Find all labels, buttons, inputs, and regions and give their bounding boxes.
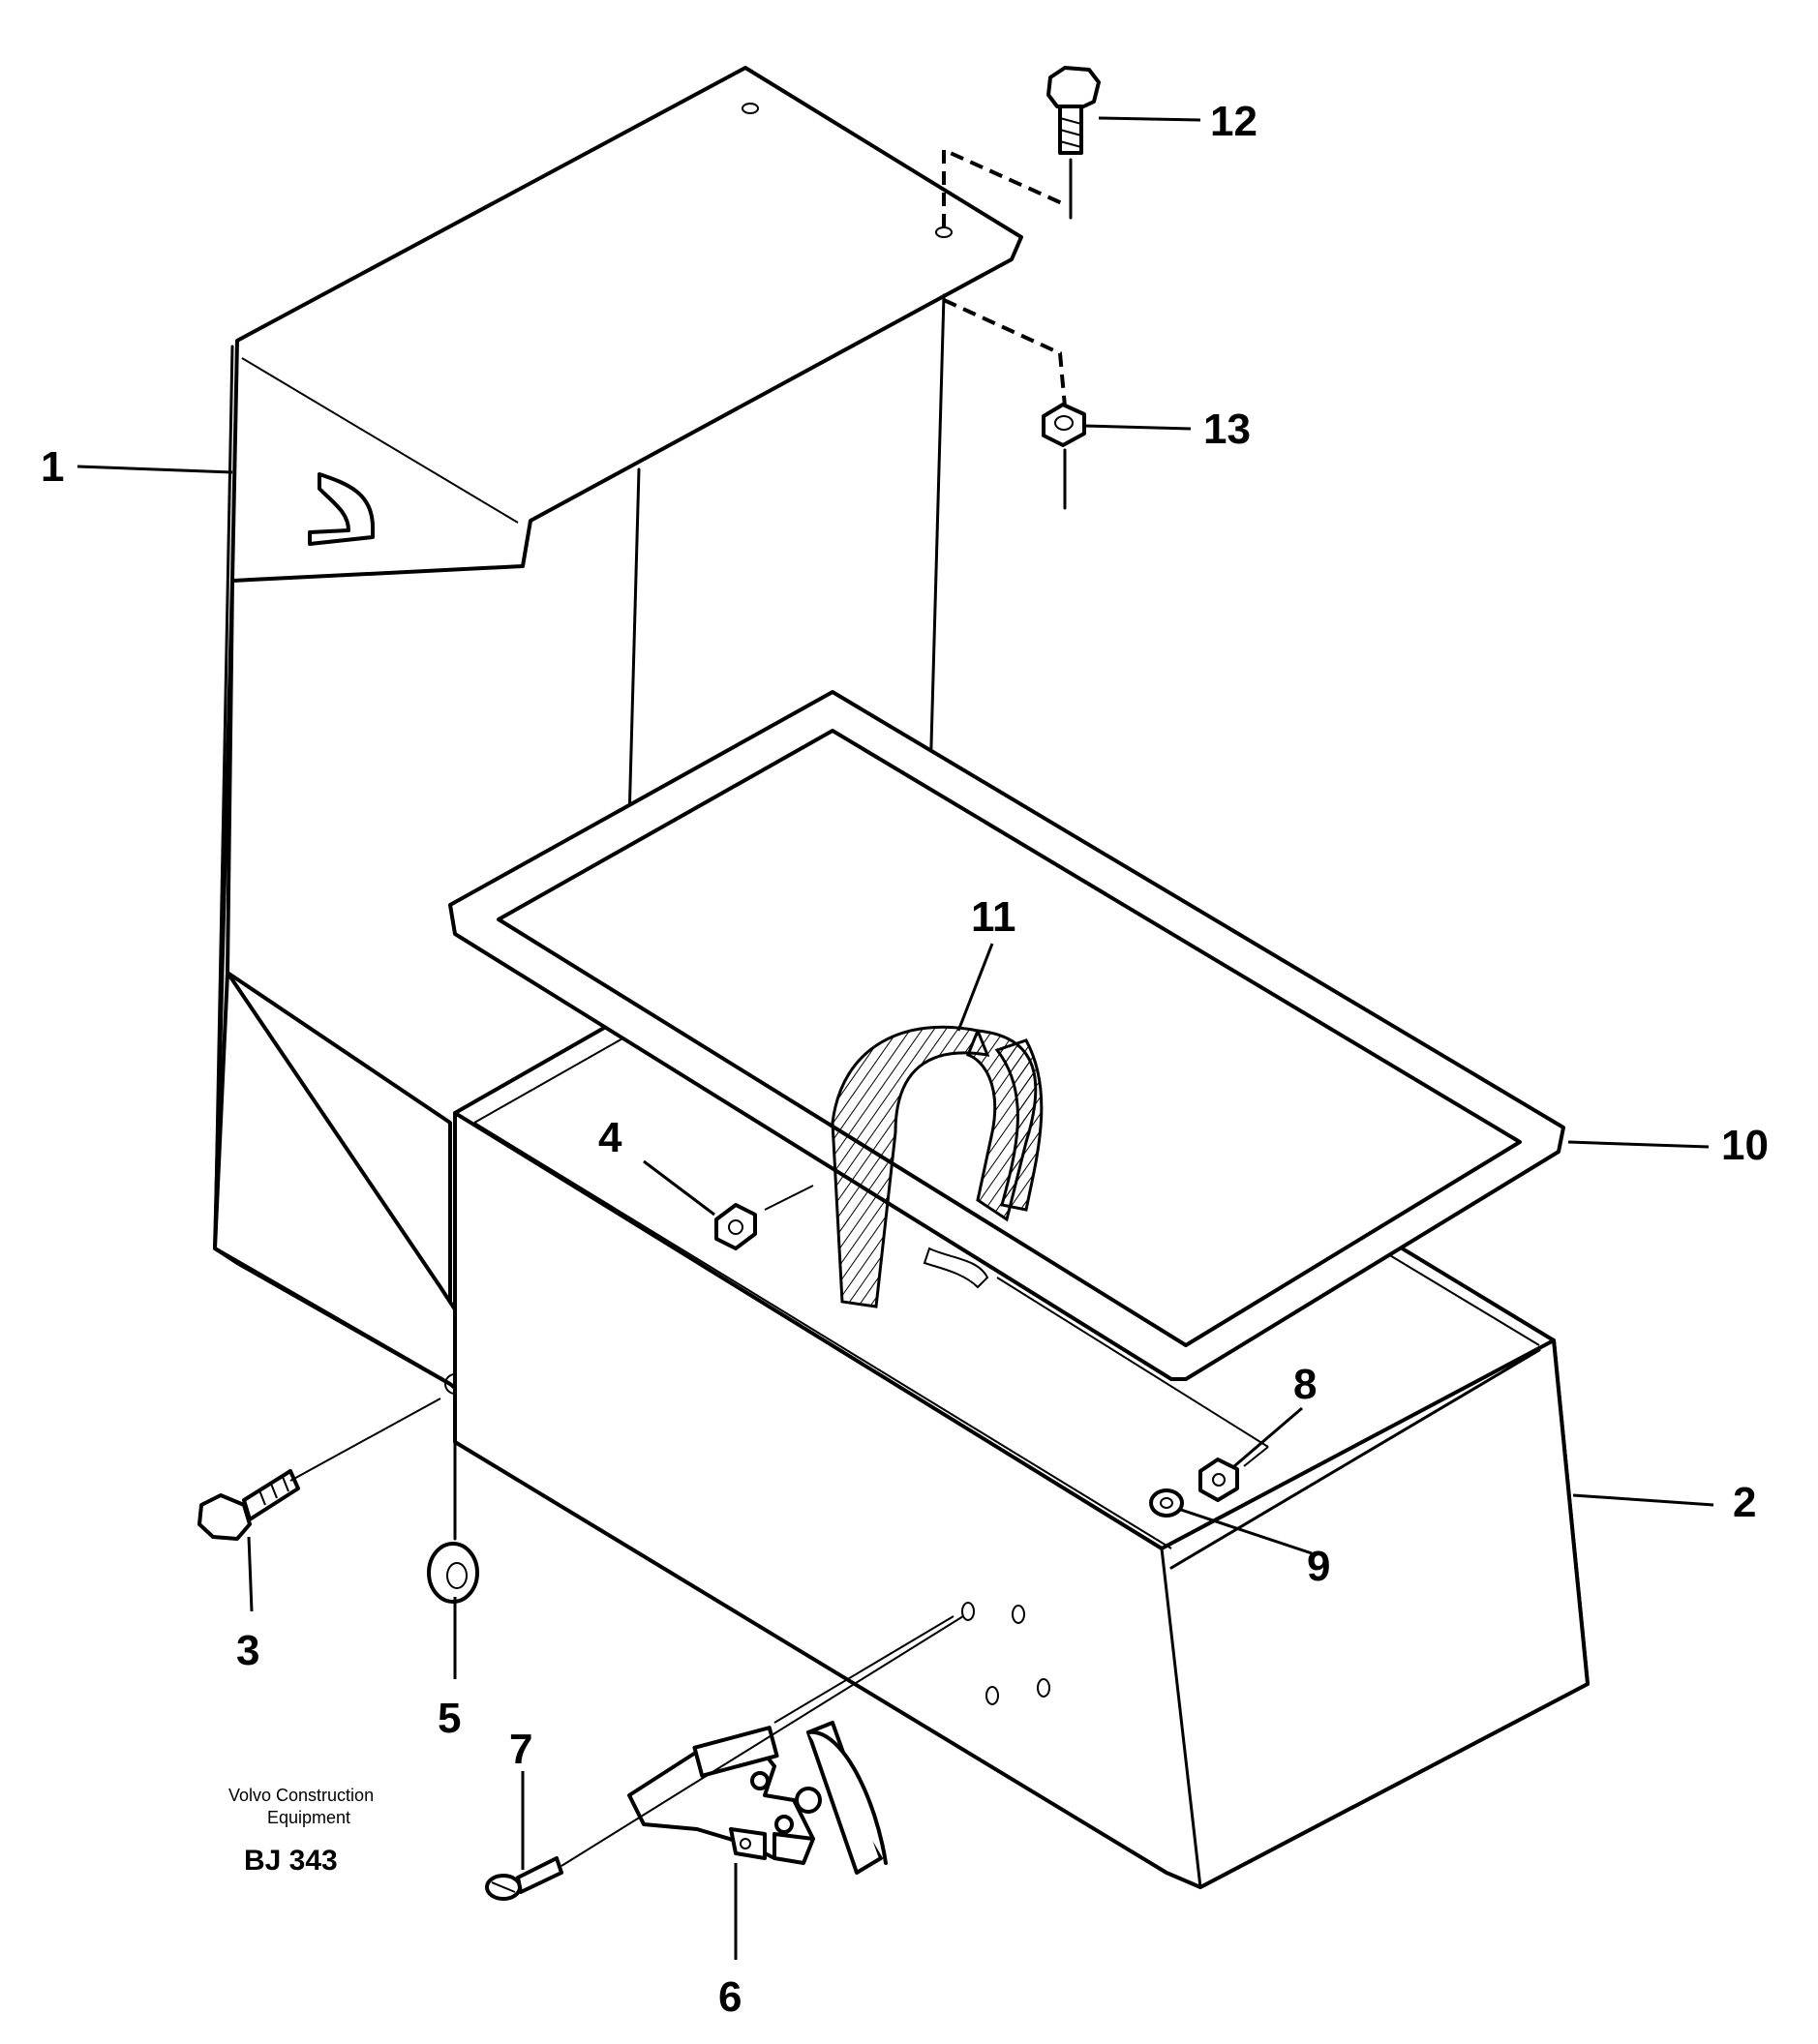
caption-manufacturer-line1: Volvo Construction [228,1786,374,1805]
callout-2: 2 [1733,1479,1756,1526]
callout-5: 5 [438,1695,461,1742]
callout-1: 1 [41,443,64,491]
callout-3: 3 [236,1627,259,1674]
callout-7: 7 [509,1726,532,1773]
callout-13: 13 [1203,406,1251,453]
callout-leaders [76,116,1714,1960]
callout-11: 11 [971,893,1016,941]
callout-6: 6 [718,1973,742,2021]
latch-part-6 [627,1721,888,1875]
washer-part-9 [1149,1488,1184,1518]
nut-part-4 [714,1203,757,1250]
callout-8: 8 [1293,1361,1317,1408]
strap-part [831,1025,1044,1308]
bolt-part-12 [1046,66,1101,155]
callout-12: 12 [1210,98,1257,145]
callout-4: 4 [598,1114,622,1161]
washer-part-5 [427,1542,479,1604]
screw-part-7 [485,1856,563,1901]
nut-part-13 [1042,403,1086,447]
caption-manufacturer-line2: Equipment [267,1808,350,1827]
assembly-guide-lines [289,146,1269,1867]
nut-part-8 [1198,1458,1239,1502]
bolt-part-3 [197,1469,300,1541]
callout-10: 10 [1721,1122,1769,1169]
callout-9: 9 [1307,1543,1330,1590]
bracket-cover-part [213,66,1023,1434]
drawing-reference-code: BJ 343 [244,1845,338,1877]
